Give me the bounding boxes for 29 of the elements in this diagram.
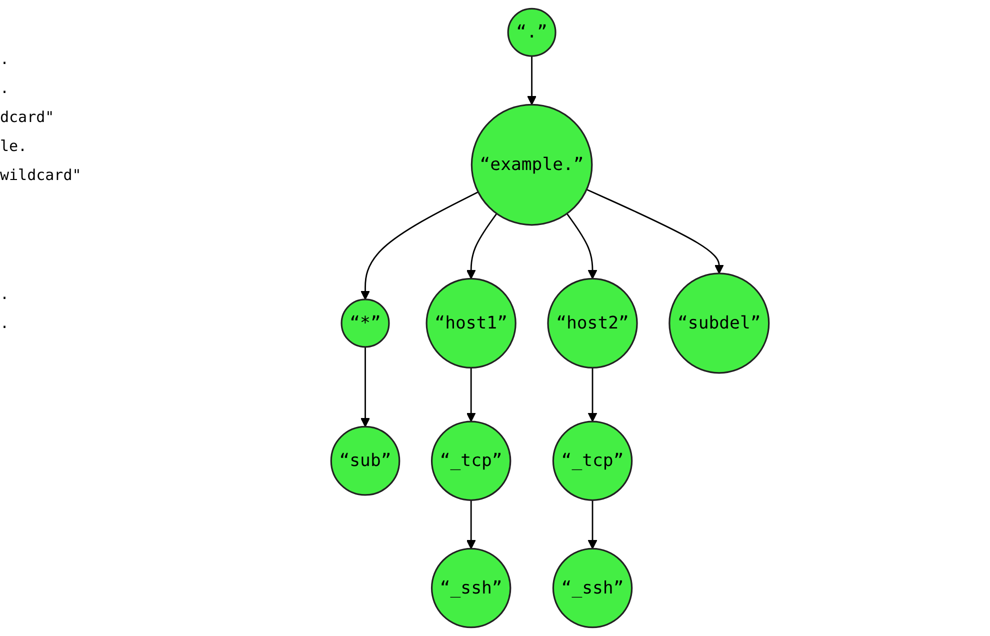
- code-fragment: .: [0, 50, 10, 70]
- node-circle: [547, 278, 638, 369]
- node-circle: [430, 548, 512, 628]
- code-fragment: le.: [0, 137, 28, 157]
- arrow: [360, 346, 370, 428]
- node-circle: [552, 548, 633, 628]
- arrow: [586, 188, 724, 274]
- node-circle: [507, 8, 556, 57]
- arrow: [527, 56, 537, 106]
- code-fragment: .: [0, 314, 10, 334]
- node-circle: [340, 298, 390, 348]
- code-fragment: wildcard": [0, 166, 82, 186]
- arrow: [466, 213, 498, 280]
- code-fragment: dcard": [0, 108, 56, 128]
- node-circle: [426, 278, 516, 369]
- code-fragment: .: [0, 285, 10, 305]
- arrow: [360, 191, 478, 300]
- arrow: [566, 213, 598, 280]
- node-circle: [330, 426, 400, 496]
- node-circle: [430, 420, 512, 501]
- code-fragment: .: [0, 79, 10, 99]
- tree-diagram: “.” “example.” “*” “host1” “host2” “subdel” “sub” “_tcp” “_tcp” “_ssh” “_ssh”: [110, 0, 990, 636]
- arrow: [466, 368, 476, 422]
- arrow: [588, 500, 598, 550]
- arrow: [466, 500, 476, 550]
- node-circle: [470, 104, 593, 226]
- node-circle: [552, 420, 633, 501]
- arrow: [588, 368, 598, 422]
- node-circle: [668, 272, 770, 374]
